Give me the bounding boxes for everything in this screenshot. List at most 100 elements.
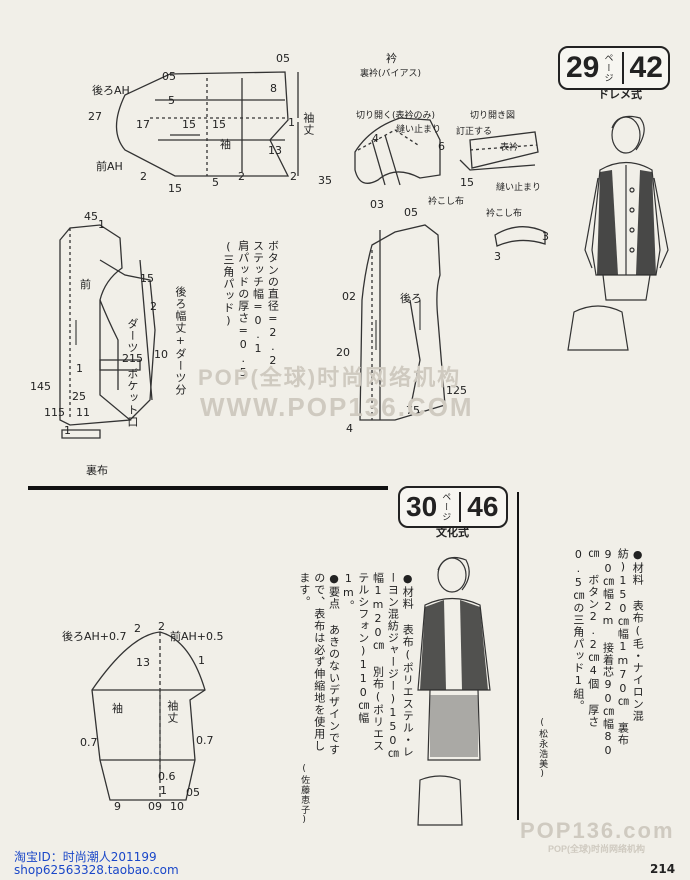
lining-label: 裏布 bbox=[86, 464, 108, 477]
sleeve-length-label: 袖丈 bbox=[165, 700, 179, 724]
num-label: 03 bbox=[370, 198, 384, 211]
cut-diagram-label: 切り開き図 bbox=[470, 111, 516, 121]
num-label: 10 bbox=[154, 348, 168, 361]
page-ref-number: 29 bbox=[566, 51, 600, 84]
credit-46: (佐藤恵子) bbox=[299, 764, 310, 826]
sleeve-label: 袖 bbox=[220, 138, 231, 151]
pattern-number: 46 bbox=[467, 491, 499, 522]
num-label: 15 bbox=[212, 118, 226, 131]
page-ref-number: 30 bbox=[406, 491, 438, 522]
num-label: 10 bbox=[170, 800, 184, 813]
num-label: 09 bbox=[148, 800, 162, 813]
num-label: 2 bbox=[140, 170, 147, 183]
num-label: 1 bbox=[198, 654, 205, 667]
num-label: 13 bbox=[268, 144, 282, 157]
page-number: 214 bbox=[650, 862, 676, 876]
pattern-style: 文化式 bbox=[436, 526, 469, 539]
front-label: 前 bbox=[80, 278, 91, 291]
cut-open-label: 切り開く(表衿のみ) bbox=[356, 111, 436, 121]
num-label: 1 bbox=[76, 362, 83, 375]
num-label: 3 bbox=[494, 250, 501, 263]
num-label: 15 bbox=[168, 182, 182, 195]
collar-sub: 裏衿(バイアス) bbox=[360, 69, 422, 79]
num-label: 15 bbox=[182, 118, 196, 131]
back-ah-label: 後ろAH bbox=[92, 84, 130, 97]
num-label: 1 bbox=[98, 218, 105, 231]
sleeve-label: 袖 bbox=[112, 702, 123, 715]
pattern-46-header: 30 ページ 46 bbox=[398, 486, 508, 528]
num-label: 3 bbox=[542, 230, 549, 243]
pocket-label: ポケット口 bbox=[125, 368, 139, 428]
pattern-number: 42 bbox=[629, 51, 663, 84]
stitch-stop2-label: 縫い止まり bbox=[496, 183, 542, 193]
collar-title: 衿 bbox=[386, 52, 397, 65]
front-ah-label: 前AH bbox=[96, 160, 123, 173]
num-label: 0.7 bbox=[196, 734, 214, 747]
back-width-label: 後ろ幅丈+ダーツ分 bbox=[173, 286, 187, 396]
num-label: 05 bbox=[186, 786, 200, 799]
num-label: 4 bbox=[346, 422, 353, 435]
num-label: 2 bbox=[134, 622, 141, 635]
num-label: 02 bbox=[342, 290, 356, 303]
num-label: 1 bbox=[64, 424, 71, 437]
num-label: 1 bbox=[160, 784, 167, 797]
num-label: 4 bbox=[372, 132, 379, 145]
front-ah-label: 前AH+0.5 bbox=[170, 630, 224, 643]
num-label: 8 bbox=[270, 82, 277, 95]
correct-label: 訂正する bbox=[456, 127, 493, 137]
num-label: 1 bbox=[288, 116, 295, 129]
num-label: 5 bbox=[168, 94, 175, 107]
num-label: 17 bbox=[136, 118, 150, 131]
shop-id: 淘宝ID：时尚潮人201199 bbox=[14, 850, 157, 864]
num-label: 45 bbox=[84, 210, 98, 223]
point-46: ●要点 あきのないデザインですので、表布は必ず伸縮地を使用します。 bbox=[297, 572, 341, 756]
back-label: 後ろ bbox=[400, 292, 422, 305]
dart-label: ダーツ bbox=[125, 318, 139, 354]
watermark-url: WWW.POP136.COM bbox=[200, 392, 474, 422]
num-label: 6 bbox=[438, 140, 445, 153]
num-label: 13 bbox=[136, 656, 150, 669]
num-label: 145 bbox=[30, 380, 51, 393]
num-label: 2 bbox=[290, 170, 297, 183]
eri-koshi2-label: 衿こし布 bbox=[486, 209, 523, 219]
eri-koshi-label: 衿こし布 bbox=[428, 197, 465, 207]
num-label: 2 bbox=[158, 620, 165, 633]
num-label: 15 bbox=[140, 272, 154, 285]
pattern-style: ドレメ式 bbox=[598, 88, 642, 101]
num-label: 35 bbox=[318, 174, 332, 187]
back-ah-label: 後ろAH+0.7 bbox=[62, 630, 127, 643]
notes-text: ボタンの直径=2.2 ステッチ幅=0.1 肩パッドの厚さ=0.5 (三角パッド) bbox=[221, 240, 280, 380]
omote-eri-label: 表衿 bbox=[500, 143, 519, 153]
stitch-stop-label: 縫い止まり bbox=[396, 125, 442, 135]
num-label: 05 bbox=[276, 52, 290, 65]
num-label: 75 bbox=[406, 404, 420, 417]
num-label: 27 bbox=[88, 110, 102, 123]
num-label: 20 bbox=[336, 346, 350, 359]
page-ref-unit: ページ bbox=[440, 492, 451, 522]
num-label: 05 bbox=[162, 70, 176, 83]
num-label: 0.6 bbox=[158, 770, 176, 783]
num-label: 05 bbox=[404, 206, 418, 219]
pattern-42-header: 29 ページ 42 bbox=[558, 46, 670, 90]
num-label: 0.7 bbox=[80, 736, 98, 749]
num-label: 11 bbox=[76, 406, 90, 419]
credit-42: (松永浩美) bbox=[537, 718, 548, 780]
material-46: ●材料 表布(ポリエステル・レーヨン混紡ジャージー)150㎝幅1m20㎝ 別布(… bbox=[341, 572, 415, 760]
num-label: 215 bbox=[122, 352, 143, 365]
watermark-pop136: POP136.com bbox=[520, 818, 675, 843]
num-label: 2 bbox=[238, 170, 245, 183]
material-42: ●材料 表布(毛・ナイロン混紡)150㎝幅1m70㎝ 裏布90㎝幅2m 接着芯9… bbox=[571, 548, 645, 758]
num-label: 115 bbox=[44, 406, 65, 419]
num-label: 15 bbox=[460, 176, 474, 189]
shop-url: shop62563328.taobao.com bbox=[14, 863, 179, 877]
num-label: 9 bbox=[114, 800, 121, 813]
watermark-pop: POP(全球)时尚网络机构 bbox=[198, 365, 462, 390]
page-ref-unit: ページ bbox=[602, 53, 613, 83]
num-label: 125 bbox=[446, 384, 467, 397]
num-label: 5 bbox=[212, 176, 219, 189]
num-label: 2 bbox=[150, 300, 157, 313]
num-label: 25 bbox=[72, 390, 86, 403]
watermark-pop-small: POP(全球)时尚网络机构 bbox=[548, 844, 646, 854]
sleeve-length-label: 袖丈 bbox=[301, 112, 315, 136]
